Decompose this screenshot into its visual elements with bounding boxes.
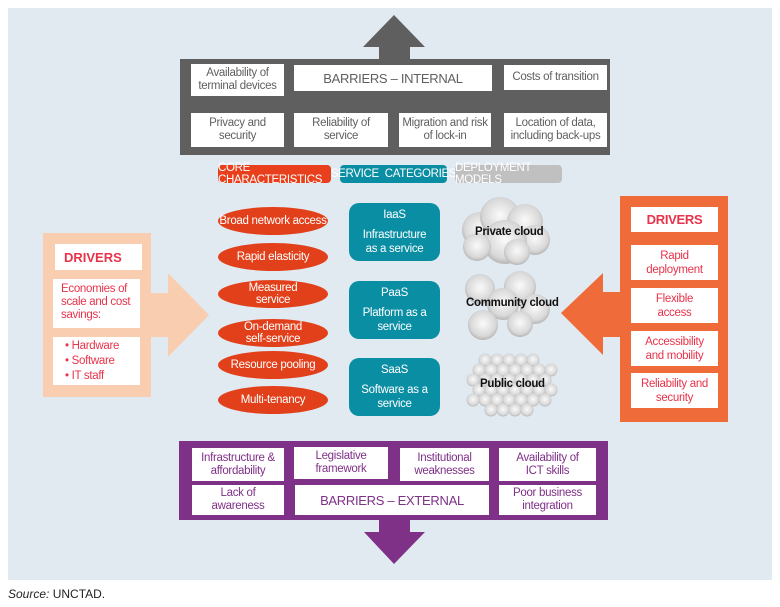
cloud-puff <box>526 373 540 387</box>
cloud-puff <box>478 373 492 387</box>
cloud-puff <box>478 393 492 407</box>
barrier-item: Institutional weaknesses <box>400 448 489 481</box>
bullet-item: • Software <box>65 355 115 367</box>
up-arrow <box>363 15 425 59</box>
right-driver-arrow <box>561 273 620 355</box>
cloud-puff <box>484 383 498 397</box>
cloud-puff <box>520 363 534 377</box>
cloud-puff <box>466 393 480 407</box>
cloud-puff <box>496 363 510 377</box>
cloud-puff <box>484 363 498 377</box>
barrier-item: Migration and risk of lock-in <box>399 113 491 147</box>
barrier-item: Lack of awareness <box>192 485 284 515</box>
cloud-puff <box>472 363 486 377</box>
core-characteristic: Resource pooling <box>218 351 328 379</box>
drivers-right-title: DRIVERS <box>631 207 718 232</box>
cloud-puff <box>520 383 534 397</box>
cloud-puff <box>496 383 510 397</box>
cloud-puff <box>508 383 522 397</box>
cloud-puff <box>472 383 486 397</box>
barrier-item: Availability of terminal devices <box>191 64 284 96</box>
barriers-external-title: BARRIERS – EXTERNAL <box>295 485 489 515</box>
cloud-puff <box>514 353 528 367</box>
barrier-item: Infrastructure & affordability <box>192 448 284 481</box>
driver-item: Rapid deployment <box>631 245 718 280</box>
cloud-puff <box>502 373 516 387</box>
barrier-item: Poor business integration <box>499 485 596 515</box>
cloud-puff <box>466 373 480 387</box>
down-arrow <box>364 520 425 564</box>
core-characteristic: Rapid elasticity <box>218 243 328 271</box>
cloud-puff <box>490 393 504 407</box>
cloud-puff <box>496 403 510 417</box>
cloud-puff <box>490 373 504 387</box>
deployment-model-label: Public cloud <box>480 378 545 390</box>
cloud-puff <box>532 363 546 377</box>
cloud-puff <box>526 393 540 407</box>
cloud-puff <box>514 373 528 387</box>
barriers-internal-title: BARRIERS – INTERNAL <box>294 65 492 91</box>
core-characteristic: On-demand self-service <box>218 319 328 347</box>
legend-service-categories: SERVICE CATEGORIES <box>331 165 457 183</box>
legend-core-characteristics: CORE CHARACTERISTICS <box>218 162 331 186</box>
cloud-puff <box>484 403 498 417</box>
barrier-item: Costs of transition <box>504 65 607 90</box>
cloud-puff <box>538 373 552 387</box>
driver-item: Reliability and security <box>631 373 718 408</box>
barrier-item: Reliability of service <box>294 113 388 147</box>
cloud-puff <box>514 393 528 407</box>
public-cloud-icon <box>466 353 558 417</box>
deployment-model-label: Private cloud <box>475 226 544 238</box>
cloud-puff <box>490 353 504 367</box>
private-cloud-icon <box>462 197 550 265</box>
drivers-left-bullets: • Hardware • Software • IT staff <box>53 337 140 385</box>
cloud-puff <box>520 403 534 417</box>
barrier-item: Privacy and security <box>191 113 284 147</box>
cloud-puff <box>544 383 558 397</box>
left-driver-arrow <box>151 273 209 357</box>
drivers-left-title: DRIVERS <box>55 244 142 270</box>
cloud-puff <box>502 393 516 407</box>
cloud-puff <box>508 403 522 417</box>
cloud-puff <box>526 353 540 367</box>
core-characteristic: Multi-tenancy <box>218 386 328 414</box>
cloud-puff <box>544 363 558 377</box>
bullet-item: • Hardware <box>65 340 120 352</box>
driver-item: Flexible access <box>631 288 718 323</box>
core-characteristic: Broad network access <box>218 207 328 235</box>
community-cloud-icon <box>465 271 550 340</box>
barrier-item: Availability of ICT skills <box>499 448 596 481</box>
source-note: Source: UNCTAD. <box>8 587 106 601</box>
cloud-puff <box>478 353 492 367</box>
cloud-puff <box>502 353 516 367</box>
cloud-puff <box>538 393 552 407</box>
cloud-puff <box>508 363 522 377</box>
bullet-item: • IT staff <box>65 370 104 382</box>
deployment-clouds <box>462 197 558 417</box>
driver-item: Accessibility and mobility <box>631 331 718 366</box>
core-characteristic: Measured service <box>218 280 328 308</box>
legend-deployment-models: DEPLOYMENT MODELS <box>455 162 562 186</box>
cloud-puff <box>532 383 546 397</box>
deployment-model-label: Community cloud <box>466 297 559 309</box>
barrier-item: Location of data, including back-ups <box>504 113 607 147</box>
barrier-item: Legislative framework <box>294 447 388 479</box>
drivers-left-text: Economies of scale and cost savings: <box>53 279 140 328</box>
